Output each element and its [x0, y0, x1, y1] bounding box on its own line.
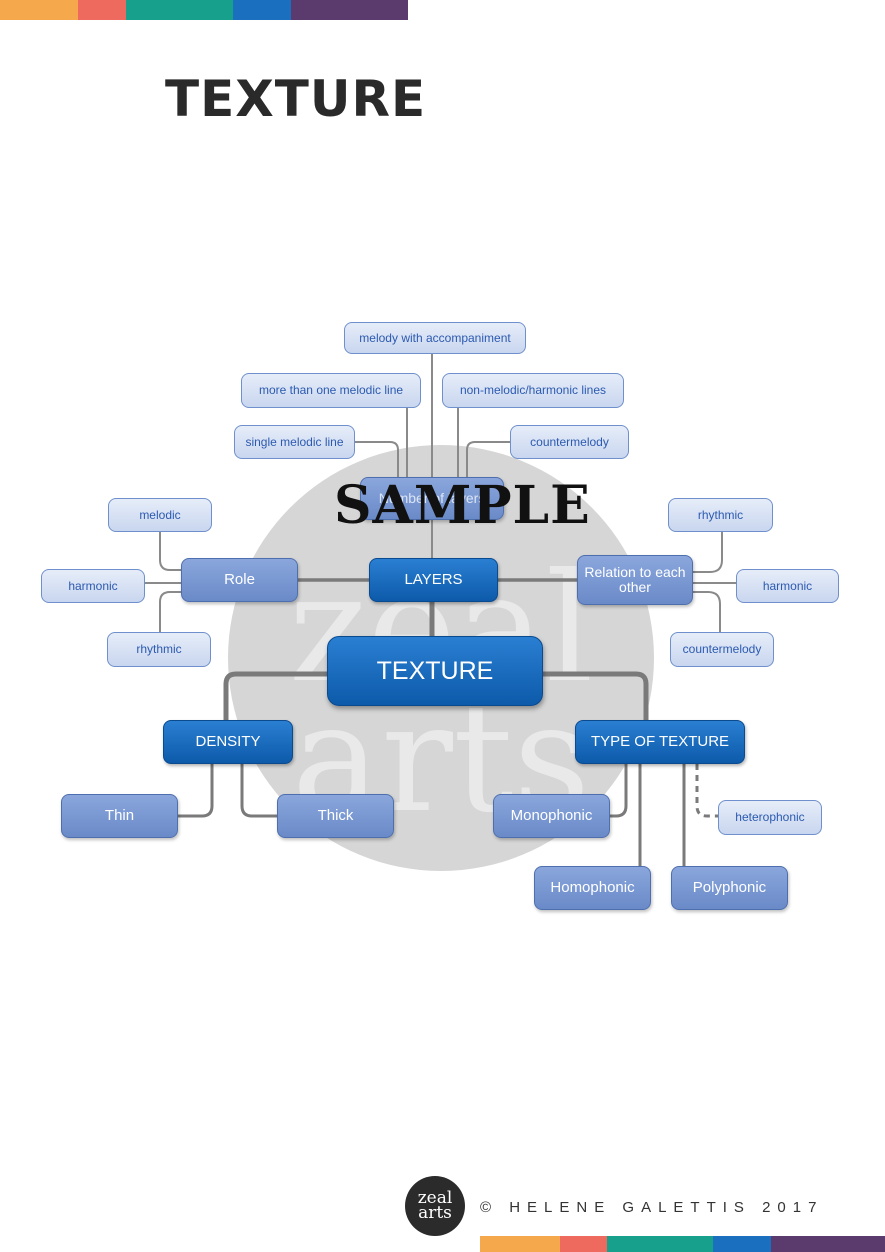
brand-bar-segment: [233, 0, 291, 20]
node-density: DENSITY: [163, 720, 293, 764]
logo-text-top: zeal: [417, 1187, 453, 1208]
page-title: TEXTURE: [165, 70, 427, 128]
node-monophonic: Monophonic: [493, 794, 610, 838]
node-more-than-one-melodic-line: more than one melodic line: [241, 373, 421, 408]
brand-bar-segment: [0, 0, 78, 20]
node-melody-with-accompaniment: melody with accompaniment: [344, 322, 526, 354]
brand-bar-segment: [78, 0, 126, 20]
brand-bar-segment: [291, 0, 408, 20]
node-role-rhythmic: rhythmic: [107, 632, 211, 667]
sample-watermark: SAMPLE: [334, 475, 591, 536]
brand-bar-segment: [560, 1236, 607, 1252]
brand-bar-segment: [771, 1236, 885, 1252]
node-polyphonic: Polyphonic: [671, 866, 788, 910]
node-homophonic: Homophonic: [534, 866, 651, 910]
node-layers: LAYERS: [369, 558, 498, 602]
footer-copyright: © HELENE GALETTIS 2017: [480, 1199, 824, 1216]
brand-bar-segment: [480, 1236, 560, 1252]
node-role-harmonic: harmonic: [41, 569, 145, 603]
node-heterophonic: heterophonic: [718, 800, 822, 835]
brand-bar-segment: [126, 0, 233, 20]
node-texture-central: TEXTURE: [327, 636, 543, 706]
node-number-of-layers: Number of layers: [360, 477, 504, 520]
node-relation-countermelody: countermelody: [670, 632, 774, 667]
node-role-melodic: melodic: [108, 498, 212, 532]
node-thin: Thin: [61, 794, 178, 838]
node-thick: Thick: [277, 794, 394, 838]
node-relation-to-each-other: Relation to each other: [577, 555, 693, 605]
node-single-melodic-line: single melodic line: [234, 425, 355, 459]
brand-bar-segment: [713, 1236, 771, 1252]
node-relation-rhythmic: rhythmic: [668, 498, 773, 532]
node-countermelody-top: countermelody: [510, 425, 629, 459]
node-non-melodic-harmonic-lines: non-melodic/harmonic lines: [442, 373, 624, 408]
node-type-of-texture: TYPE OF TEXTURE: [575, 720, 745, 764]
node-relation-harmonic: harmonic: [736, 569, 839, 603]
zeal-arts-logo: zeal arts: [405, 1176, 465, 1236]
logo-text-bottom: arts: [418, 1203, 452, 1223]
brand-bar-segment: [607, 1236, 713, 1252]
node-role: Role: [181, 558, 298, 602]
